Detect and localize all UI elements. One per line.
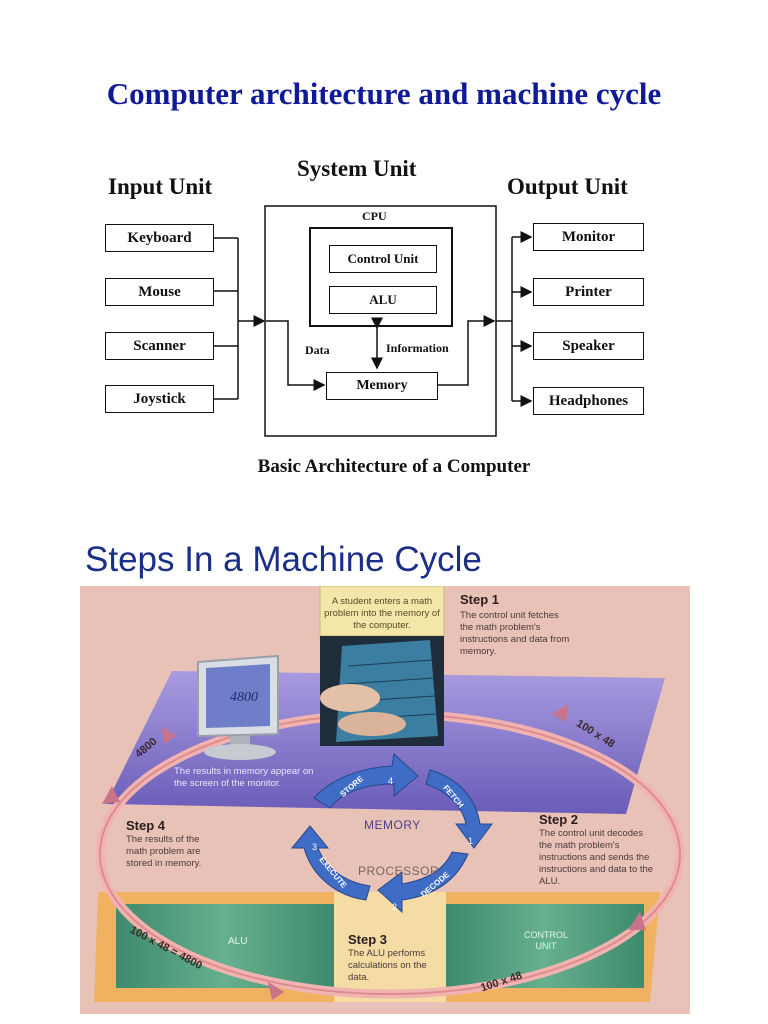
center-memory-label: MEMORY (364, 818, 421, 832)
decode-arrow (377, 851, 469, 914)
architecture-caption: Basic Architecture of a Computer (257, 456, 531, 477)
store-number: 4 (388, 776, 394, 786)
store-arrow (313, 753, 419, 809)
data-label: Data (305, 343, 330, 357)
input-joystick: Joystick (105, 385, 214, 413)
monitor-value: 4800 (230, 690, 258, 705)
control-unit-area-label: CONTROL UNIT (523, 930, 568, 951)
execute-arrow (290, 825, 371, 901)
machine-cycle-title: Steps In a Machine Cycle (85, 540, 482, 579)
information-label: Information (386, 341, 449, 355)
step1-text: The control unit fetches the math proble… (460, 610, 570, 657)
output-lines (438, 231, 533, 407)
machine-cycle-illustration: A student enters a math problem into the… (80, 586, 690, 1014)
fetch-arrow (425, 769, 493, 849)
step4-heading: Step 4 (126, 818, 166, 833)
center-processor-label: PROCESSOR (358, 864, 440, 878)
system-unit-box (264, 205, 497, 437)
input-lines (214, 237, 326, 400)
page-title: Computer architecture and machine cycle (106, 76, 662, 111)
step3-area (334, 892, 446, 1002)
input-unit-heading: Input Unit (108, 174, 213, 199)
decode-number: 2 (392, 902, 398, 912)
execute-number: 3 (312, 842, 318, 852)
architecture-connectors (214, 205, 533, 437)
cycle-graphic (94, 586, 685, 1002)
input-keyboard: Keyboard (105, 224, 214, 252)
cycle-arrows (290, 753, 493, 914)
student-photo (319, 586, 445, 746)
memory-box: Memory (326, 372, 438, 400)
output-printer: Printer (533, 278, 644, 306)
input-scanner: Scanner (105, 332, 214, 360)
alu-area-label: ALU (228, 936, 248, 947)
cpu-label: CPU (362, 209, 387, 223)
control-unit-box: Control Unit (329, 245, 437, 273)
step4-text: The results of the math problem are stor… (126, 834, 202, 869)
monitor-graphic (197, 654, 279, 760)
monitor-note: The results in memory appear on the scre… (174, 766, 314, 789)
fetch-number: 1 (468, 836, 474, 846)
step3-text: The ALU performs calculations on the dat… (348, 948, 427, 983)
step2-heading: Step 2 (539, 812, 579, 827)
system-unit-heading: System Unit (297, 156, 417, 181)
output-unit-heading: Output Unit (507, 174, 628, 199)
output-speaker: Speaker (533, 332, 644, 360)
alu-box: ALU (329, 286, 437, 314)
alu-area (116, 904, 334, 988)
input-mouse: Mouse (105, 278, 214, 306)
step3-heading: Step 3 (348, 932, 388, 947)
student-note: A student enters a math problem into the… (324, 596, 440, 631)
output-monitor: Monitor (533, 223, 644, 251)
step2-text: The control unit decodes the math proble… (539, 828, 654, 887)
output-headphones: Headphones (533, 387, 644, 415)
step1-heading: Step 1 (460, 592, 500, 607)
